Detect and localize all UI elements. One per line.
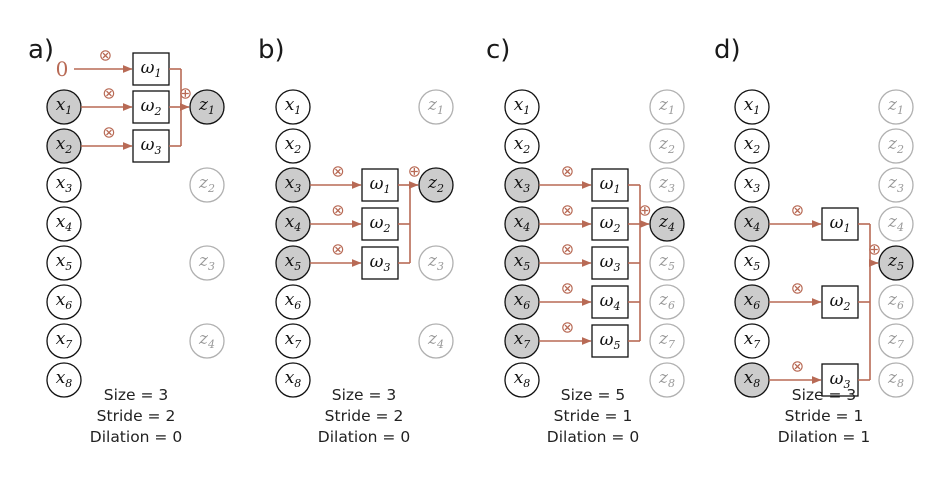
caption-size: Size = 3 bbox=[792, 386, 857, 404]
multiply-icon: ⊗ bbox=[102, 84, 115, 103]
input-node-2 bbox=[504, 128, 540, 164]
caption-stride: Stride = 1 bbox=[554, 407, 633, 425]
panel-label: b) bbox=[258, 35, 285, 65]
input-node-3 bbox=[734, 167, 770, 203]
output-node-3 bbox=[418, 245, 454, 281]
multiply-icon: ⊗ bbox=[561, 240, 574, 259]
caption-size: Size = 5 bbox=[561, 386, 626, 404]
input-node-1 bbox=[734, 89, 770, 125]
output-node-2 bbox=[649, 128, 685, 164]
input-node-7 bbox=[734, 323, 770, 359]
output-node-1 bbox=[878, 89, 914, 125]
output-node-4 bbox=[649, 206, 685, 242]
add-icon: ⊕ bbox=[408, 162, 421, 181]
panel-label: d) bbox=[714, 35, 741, 65]
weight-box-2 bbox=[821, 285, 859, 319]
output-node-5 bbox=[878, 245, 914, 281]
caption-size: Size = 3 bbox=[332, 386, 397, 404]
multiply-icon: ⊗ bbox=[791, 201, 804, 220]
multiply-icon: ⊗ bbox=[561, 279, 574, 298]
input-node-4 bbox=[46, 206, 82, 242]
input-node-7 bbox=[275, 323, 311, 359]
input-node-2 bbox=[275, 128, 311, 164]
output-node-4 bbox=[878, 206, 914, 242]
panel-label: a) bbox=[28, 35, 54, 65]
input-node-3 bbox=[46, 167, 82, 203]
output-node-3 bbox=[189, 245, 225, 281]
output-node-7 bbox=[878, 323, 914, 359]
multiply-icon: ⊗ bbox=[331, 201, 344, 220]
add-icon: ⊕ bbox=[638, 201, 651, 220]
caption-stride: Stride = 2 bbox=[97, 407, 176, 425]
multiply-icon: ⊗ bbox=[99, 46, 112, 65]
caption-dilation: Dilation = 0 bbox=[90, 428, 182, 446]
weight-box-2 bbox=[591, 207, 629, 241]
caption-dilation: Dilation = 0 bbox=[547, 428, 639, 446]
output-node-5 bbox=[649, 245, 685, 281]
caption-stride: Stride = 1 bbox=[785, 407, 864, 425]
output-node-7 bbox=[649, 323, 685, 359]
output-node-4 bbox=[418, 323, 454, 359]
weight-box-1 bbox=[591, 168, 629, 202]
output-node-1 bbox=[189, 89, 225, 125]
output-node-3 bbox=[649, 167, 685, 203]
panel-label: c) bbox=[486, 35, 510, 65]
output-node-8 bbox=[649, 362, 685, 398]
input-node-8 bbox=[504, 362, 540, 398]
output-node-2 bbox=[418, 167, 454, 203]
input-node-5 bbox=[734, 245, 770, 281]
multiply-icon: ⊗ bbox=[102, 123, 115, 142]
output-node-8 bbox=[878, 362, 914, 398]
multiply-icon: ⊗ bbox=[561, 201, 574, 220]
output-node-1 bbox=[418, 89, 454, 125]
input-node-7 bbox=[46, 323, 82, 359]
input-node-5 bbox=[46, 245, 82, 281]
input-node-6 bbox=[275, 284, 311, 320]
output-node-6 bbox=[878, 284, 914, 320]
caption-stride: Stride = 2 bbox=[325, 407, 404, 425]
input-node-1 bbox=[275, 89, 311, 125]
input-node-1 bbox=[504, 89, 540, 125]
input-node-6 bbox=[46, 284, 82, 320]
weight-box-3 bbox=[591, 246, 629, 280]
input-node-8 bbox=[46, 362, 82, 398]
multiply-icon: ⊗ bbox=[331, 240, 344, 259]
caption-size: Size = 3 bbox=[104, 386, 169, 404]
weight-box-5 bbox=[591, 324, 629, 358]
output-node-6 bbox=[649, 284, 685, 320]
caption-dilation: Dilation = 1 bbox=[778, 428, 870, 446]
output-node-4 bbox=[189, 323, 225, 359]
multiply-icon: ⊗ bbox=[561, 318, 574, 337]
output-node-2 bbox=[878, 128, 914, 164]
add-icon: ⊕ bbox=[868, 240, 881, 259]
multiply-icon: ⊗ bbox=[561, 162, 574, 181]
weight-box-4 bbox=[591, 285, 629, 319]
input-node-8 bbox=[275, 362, 311, 398]
multiply-icon: ⊗ bbox=[791, 279, 804, 298]
input-node-2 bbox=[734, 128, 770, 164]
weight-box-1 bbox=[361, 168, 399, 202]
weight-box-2 bbox=[132, 90, 170, 124]
zero-padding: 0 bbox=[56, 57, 69, 81]
output-node-3 bbox=[878, 167, 914, 203]
output-node-1 bbox=[649, 89, 685, 125]
multiply-icon: ⊗ bbox=[331, 162, 344, 181]
weight-box-1 bbox=[132, 52, 170, 86]
caption-dilation: Dilation = 0 bbox=[318, 428, 410, 446]
weight-box-3 bbox=[132, 129, 170, 163]
multiply-icon: ⊗ bbox=[791, 357, 804, 376]
add-icon: ⊕ bbox=[179, 84, 192, 103]
output-node-2 bbox=[189, 167, 225, 203]
